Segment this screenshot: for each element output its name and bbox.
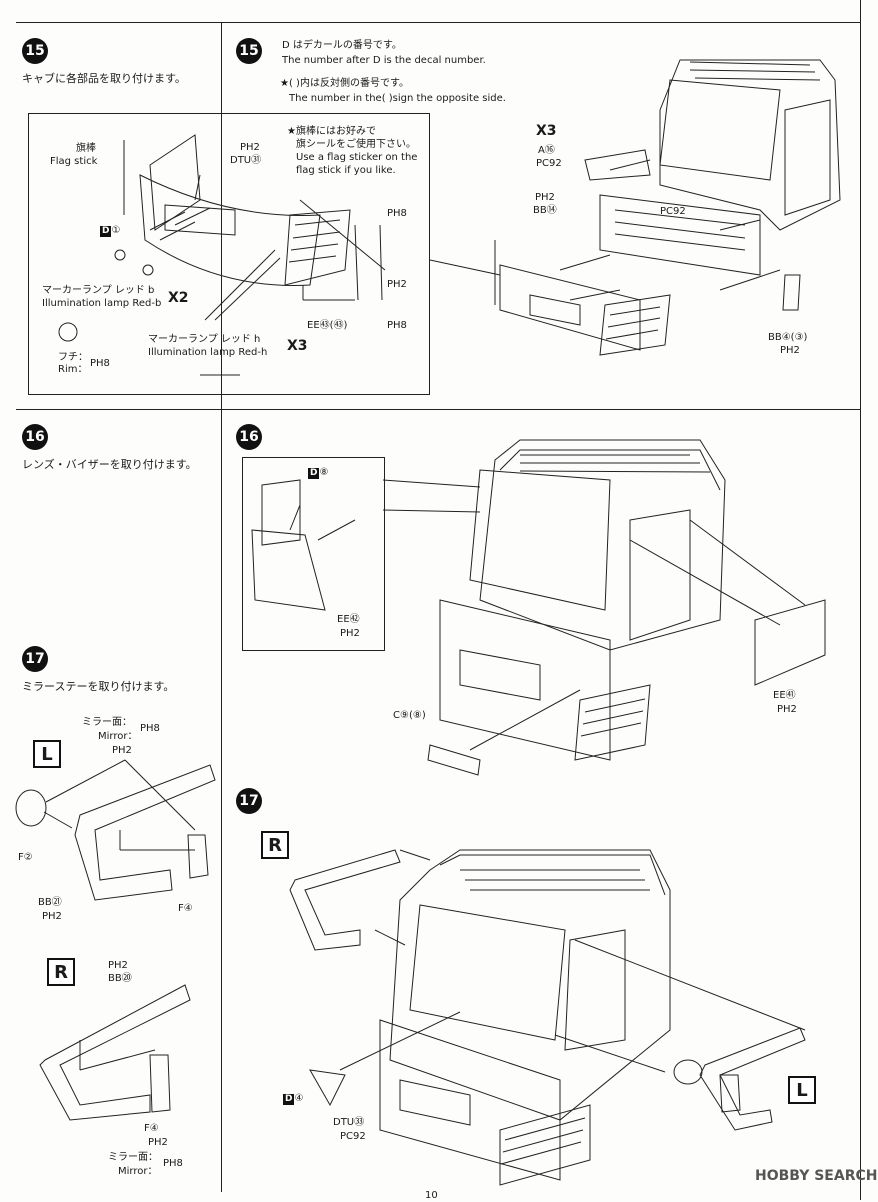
c98-label: C⑨(⑧) — [393, 710, 426, 721]
step-15-title: キャブに各部品を取り付けます。 — [22, 72, 186, 85]
ph2-label-i: PH2 — [108, 960, 128, 971]
flag-note-4: flag stick if you like. — [296, 165, 396, 176]
dtu33-label: DTU㉝ — [333, 1117, 365, 1128]
marker-b-jp: マーカーランプ レッド b — [42, 285, 155, 296]
ph8-label-b: PH8 — [387, 320, 407, 331]
flag-note-1: ★旗棒にはお好みで — [287, 126, 376, 137]
f2-label: F② — [18, 852, 33, 863]
pc92-label-b: PC92 — [660, 206, 686, 217]
ph2-label-f: PH2 — [777, 704, 797, 715]
mirror-en-b: Mirror： — [118, 1166, 158, 1177]
flag-stick-label-en: Flag stick — [50, 156, 98, 167]
ph8-label-a: PH8 — [387, 208, 407, 219]
decal-note-jp: D はデカールの番号です。 — [282, 40, 402, 51]
bb21-label: BB㉑ — [38, 897, 62, 908]
mirror-ph8-a: PH8 — [140, 723, 160, 734]
side-L-badge-left: L — [33, 740, 61, 768]
pc92-label-a: PC92 — [536, 158, 562, 169]
step-16-detail-frame — [242, 457, 385, 651]
rim-jp: フチ： — [58, 352, 88, 363]
ph2-label-d: PH2 — [780, 345, 800, 356]
step-17-badge: 17 — [22, 646, 48, 672]
f4-label-b: F④ — [144, 1123, 159, 1134]
marker-h-en: Illumination lamp Red-h — [148, 347, 268, 358]
side-R-badge-left: R — [47, 958, 75, 986]
mirror-jp-b: ミラー面： — [108, 1152, 158, 1163]
step-16-badge-right: 16 — [236, 424, 262, 450]
flag-stick-label-jp: 旗棒 — [76, 143, 96, 154]
opposite-note-jp: ★( )内は反対側の番号です。 — [280, 78, 409, 89]
x3-mark: X3 — [287, 338, 308, 354]
ee43-label: EE㊸(㊸) — [307, 320, 348, 331]
side-L-badge-right: L — [788, 1076, 816, 1104]
bb20-label: BB⑳ — [108, 973, 132, 984]
side-R-badge-right: R — [261, 831, 289, 859]
ph2-label-j: PH2 — [148, 1137, 168, 1148]
bb4-label: BB④(③) — [768, 332, 808, 343]
mirror-jp-a: ミラー面： — [82, 717, 132, 728]
step-17-badge-right: 17 — [236, 788, 262, 814]
step-17-title: ミラーステーを取り付けます。 — [22, 680, 175, 693]
pc92-label-c: PC92 — [340, 1131, 366, 1142]
x2-mark: X2 — [168, 290, 189, 306]
ph2-label-g: PH2 — [112, 745, 132, 756]
dtu31-label: DTU㉛ — [230, 155, 262, 166]
right-border — [860, 0, 861, 1200]
mirror-ph8-b: PH8 — [163, 1158, 183, 1169]
ph2-label-c: PH2 — [535, 192, 555, 203]
row-divider-1 — [16, 22, 861, 23]
step-15-badge-right: 15 — [236, 38, 262, 64]
ph2-label-h: PH2 — [42, 911, 62, 922]
ph2-label-b: PH2 — [387, 279, 407, 290]
ph2-label-e: PH2 — [340, 628, 360, 639]
rim-ph8: PH8 — [90, 358, 110, 369]
rim-en: Rim： — [58, 364, 88, 375]
ee41-label: EE㊶ — [773, 690, 796, 701]
mirror-en-a: Mirror： — [98, 731, 138, 742]
watermark: HOBBY SEARCH — [755, 1168, 878, 1184]
flag-note-3: Use a flag sticker on the — [296, 152, 418, 163]
opposite-note-en: The number in the( )sign the opposite si… — [289, 93, 506, 104]
bb14-label: BB⑭ — [533, 205, 557, 216]
step-15-detail-frame — [28, 113, 430, 395]
step-16-title: レンズ・バイザーを取り付けます。 — [22, 458, 197, 471]
column-divider — [221, 22, 222, 1192]
row-divider-2 — [16, 409, 861, 410]
step-15-badge: 15 — [22, 38, 48, 64]
x3-mark-right: X3 — [536, 123, 557, 139]
decal-note-en: The number after D is the decal number. — [282, 55, 486, 66]
marker-b-en: Illumination lamp Red-b — [42, 298, 162, 309]
ph2-label-a: PH2 — [240, 142, 260, 153]
page-number: 10 — [425, 1190, 438, 1201]
a16-label: A⑯ — [538, 145, 555, 156]
f4-label-a: F④ — [178, 903, 193, 914]
step-16-badge: 16 — [22, 424, 48, 450]
marker-h-jp: マーカーランプ レッド h — [148, 334, 261, 345]
flag-note-2: 旗シールをご使用下さい。 — [296, 139, 416, 150]
ee42-label: EE㊷ — [337, 614, 360, 625]
